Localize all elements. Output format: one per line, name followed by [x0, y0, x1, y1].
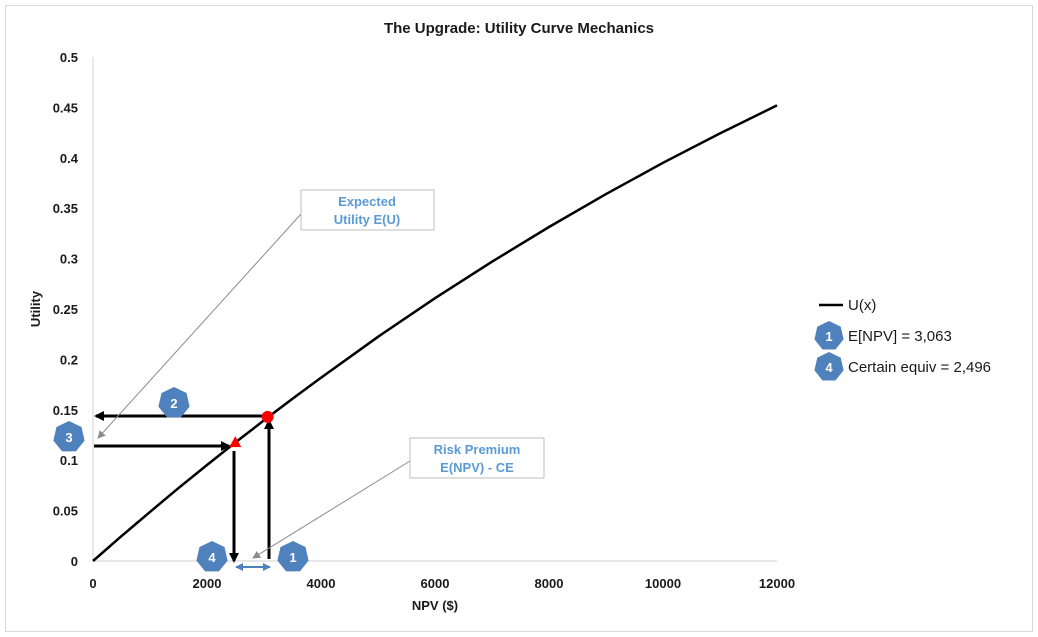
y-tick-label: 0.15 — [53, 403, 78, 418]
step-badge-1-label: 1 — [289, 550, 296, 565]
legend-badge-4: 4 — [814, 352, 844, 381]
x-tick-label: 2000 — [193, 576, 222, 591]
legend-badge-1-label: 1 — [825, 329, 832, 344]
y-axis-label: Utility — [28, 290, 43, 327]
y-tick-label: 0.35 — [53, 201, 78, 216]
y-tick-label: 0.25 — [53, 302, 78, 317]
callout-expected-utility-line2: Utility E(U) — [334, 212, 400, 227]
x-tick-label: 10000 — [645, 576, 681, 591]
x-tick-label: 4000 — [307, 576, 336, 591]
legend-label-ux: U(x) — [848, 297, 876, 314]
x-tick-labels: 0 2000 4000 6000 8000 10000 12000 — [89, 576, 795, 591]
certain-equivalent-point — [229, 436, 242, 448]
risk-premium-leader — [252, 460, 411, 559]
legend-item-ce: 4 Certain equiv = 2,496 — [814, 352, 991, 381]
step-badge-4-label: 4 — [208, 550, 216, 565]
legend-badge-4-label: 4 — [825, 360, 833, 375]
step-badge-2-label: 2 — [170, 396, 177, 411]
legend: U(x) 1 E[NPV] = 3,063 4 Certain equiv = … — [814, 297, 991, 381]
x-tick-label: 6000 — [421, 576, 450, 591]
expected-npv-point — [261, 410, 274, 423]
step-badge-3: 3 — [53, 421, 85, 452]
y-tick-label: 0.4 — [60, 151, 79, 166]
legend-item-enpv: 1 E[NPV] = 3,063 — [814, 321, 952, 350]
legend-label-enpv: E[NPV] = 3,063 — [848, 328, 952, 345]
series-line-ux — [92, 104, 778, 562]
legend-label-ce: Certain equiv = 2,496 — [848, 359, 991, 376]
step-badge-4: 4 — [196, 541, 228, 572]
callout-risk-premium-line2: E(NPV) - CE — [440, 460, 514, 475]
y-tick-label: 0.05 — [53, 504, 78, 519]
y-tick-label: 0.5 — [60, 50, 78, 65]
step-badge-3-label: 3 — [65, 430, 72, 445]
x-tick-label: 8000 — [535, 576, 564, 591]
x-tick-label: 12000 — [759, 576, 795, 591]
step-badge-2: 2 — [158, 387, 190, 418]
callout-expected-utility-line1: Expected — [338, 194, 396, 209]
y-tick-label: 0.1 — [60, 453, 78, 468]
callout-risk-premium-line1: Risk Premium — [434, 442, 521, 457]
expected-utility-leader — [97, 213, 302, 439]
x-axis-label: NPV ($) — [412, 598, 458, 613]
callout-expected-utility: Expected Utility E(U) — [300, 189, 435, 231]
y-tick-label: 0.3 — [60, 252, 78, 267]
chart-title: The Upgrade: Utility Curve Mechanics — [384, 20, 654, 37]
step-badge-1: 1 — [277, 541, 309, 572]
callout-risk-premium: Risk Premium E(NPV) - CE — [409, 437, 545, 479]
y-tick-label: 0 — [71, 554, 78, 569]
legend-item-ux: U(x) — [819, 297, 876, 314]
y-tick-labels: 0 0.05 0.1 0.15 0.2 0.25 0.3 0.35 0.4 0.45 0.5 — [53, 50, 79, 569]
chart-frame — [5, 5, 1033, 632]
y-tick-label: 0.45 — [53, 100, 78, 115]
x-tick-label: 0 — [89, 576, 96, 591]
legend-badge-1: 1 — [814, 321, 844, 350]
y-tick-label: 0.2 — [60, 352, 78, 367]
